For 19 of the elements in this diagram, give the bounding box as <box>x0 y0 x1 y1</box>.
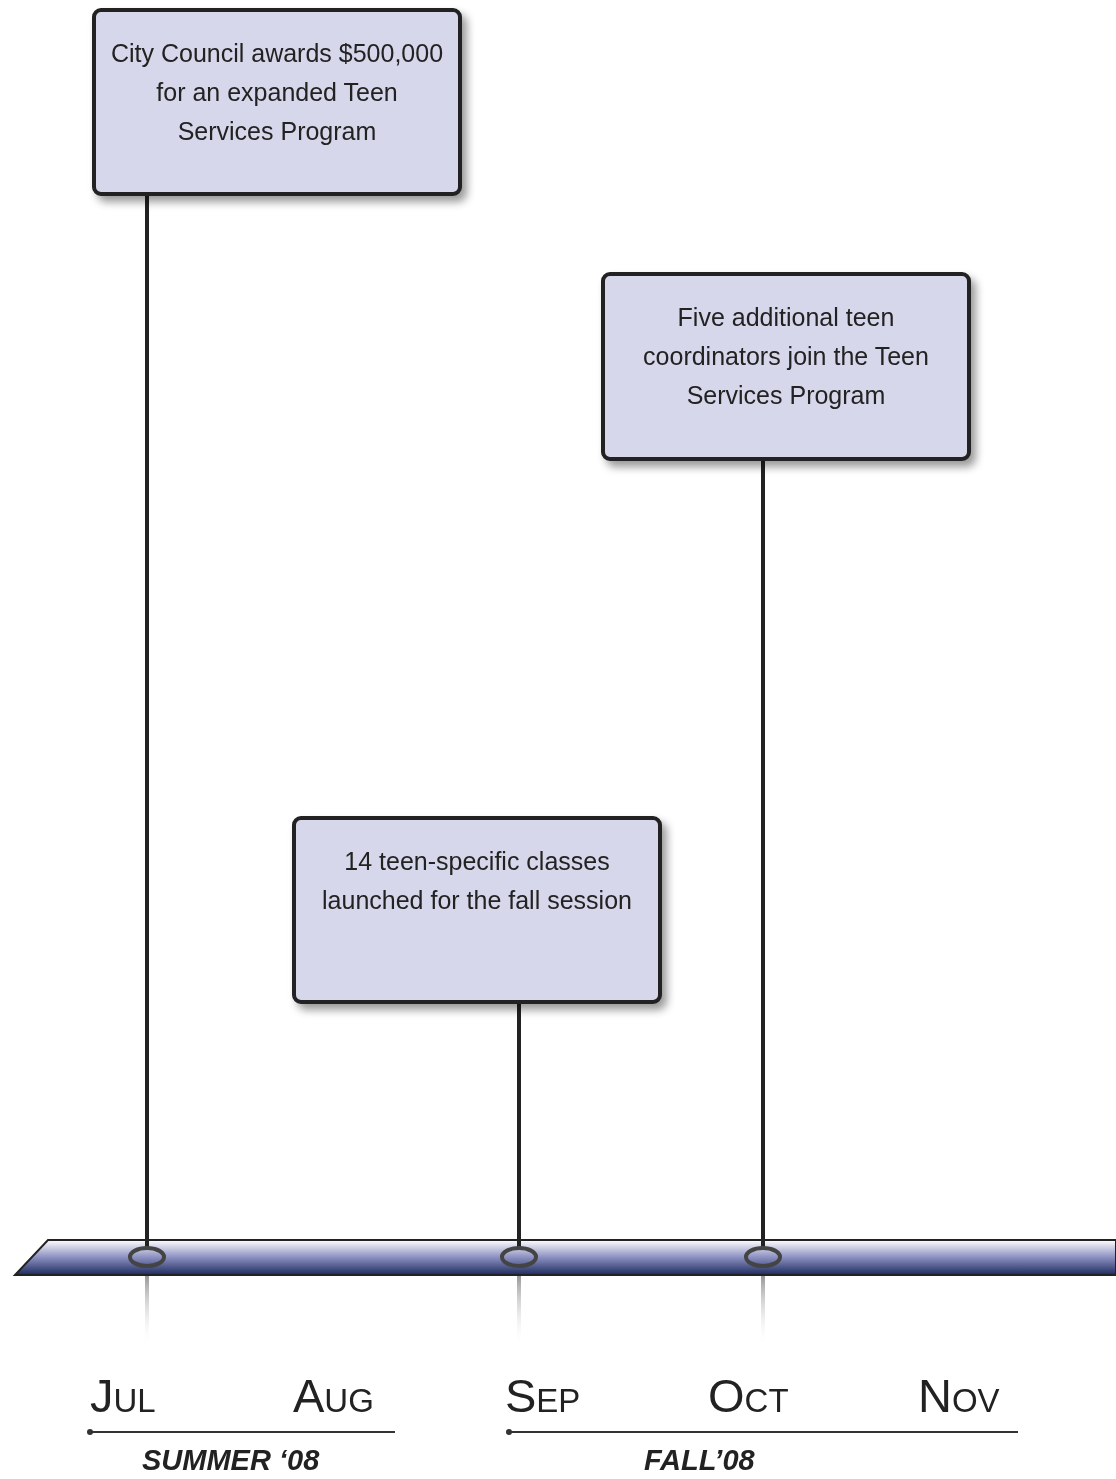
connector-line <box>761 461 765 1248</box>
event-text: Five additional teen coordinators join the Teen Services Program <box>642 302 930 411</box>
month-label: Jul <box>90 1368 156 1424</box>
event-box <box>601 272 971 461</box>
connector-line <box>145 196 149 1248</box>
month-label: Sep <box>505 1368 581 1424</box>
month-label: Aug <box>293 1368 374 1424</box>
timeline-pin <box>744 1246 782 1268</box>
event-box <box>92 8 462 196</box>
event-text: 14 teen-specific classes launched for the fall session <box>321 846 633 916</box>
event-text: City Council awards $500,000 for an expanded Teen Services Program <box>110 38 444 147</box>
timeline-pin <box>500 1246 538 1268</box>
connector-line <box>517 1004 521 1248</box>
month-label: Oct <box>708 1368 789 1424</box>
timeline-pin <box>128 1246 166 1268</box>
event-box <box>292 816 662 1004</box>
season-label: SUMMER ‘08 <box>142 1444 320 1477</box>
month-label: Nov <box>918 1368 1000 1424</box>
season-label: FALL’08 <box>644 1444 755 1477</box>
